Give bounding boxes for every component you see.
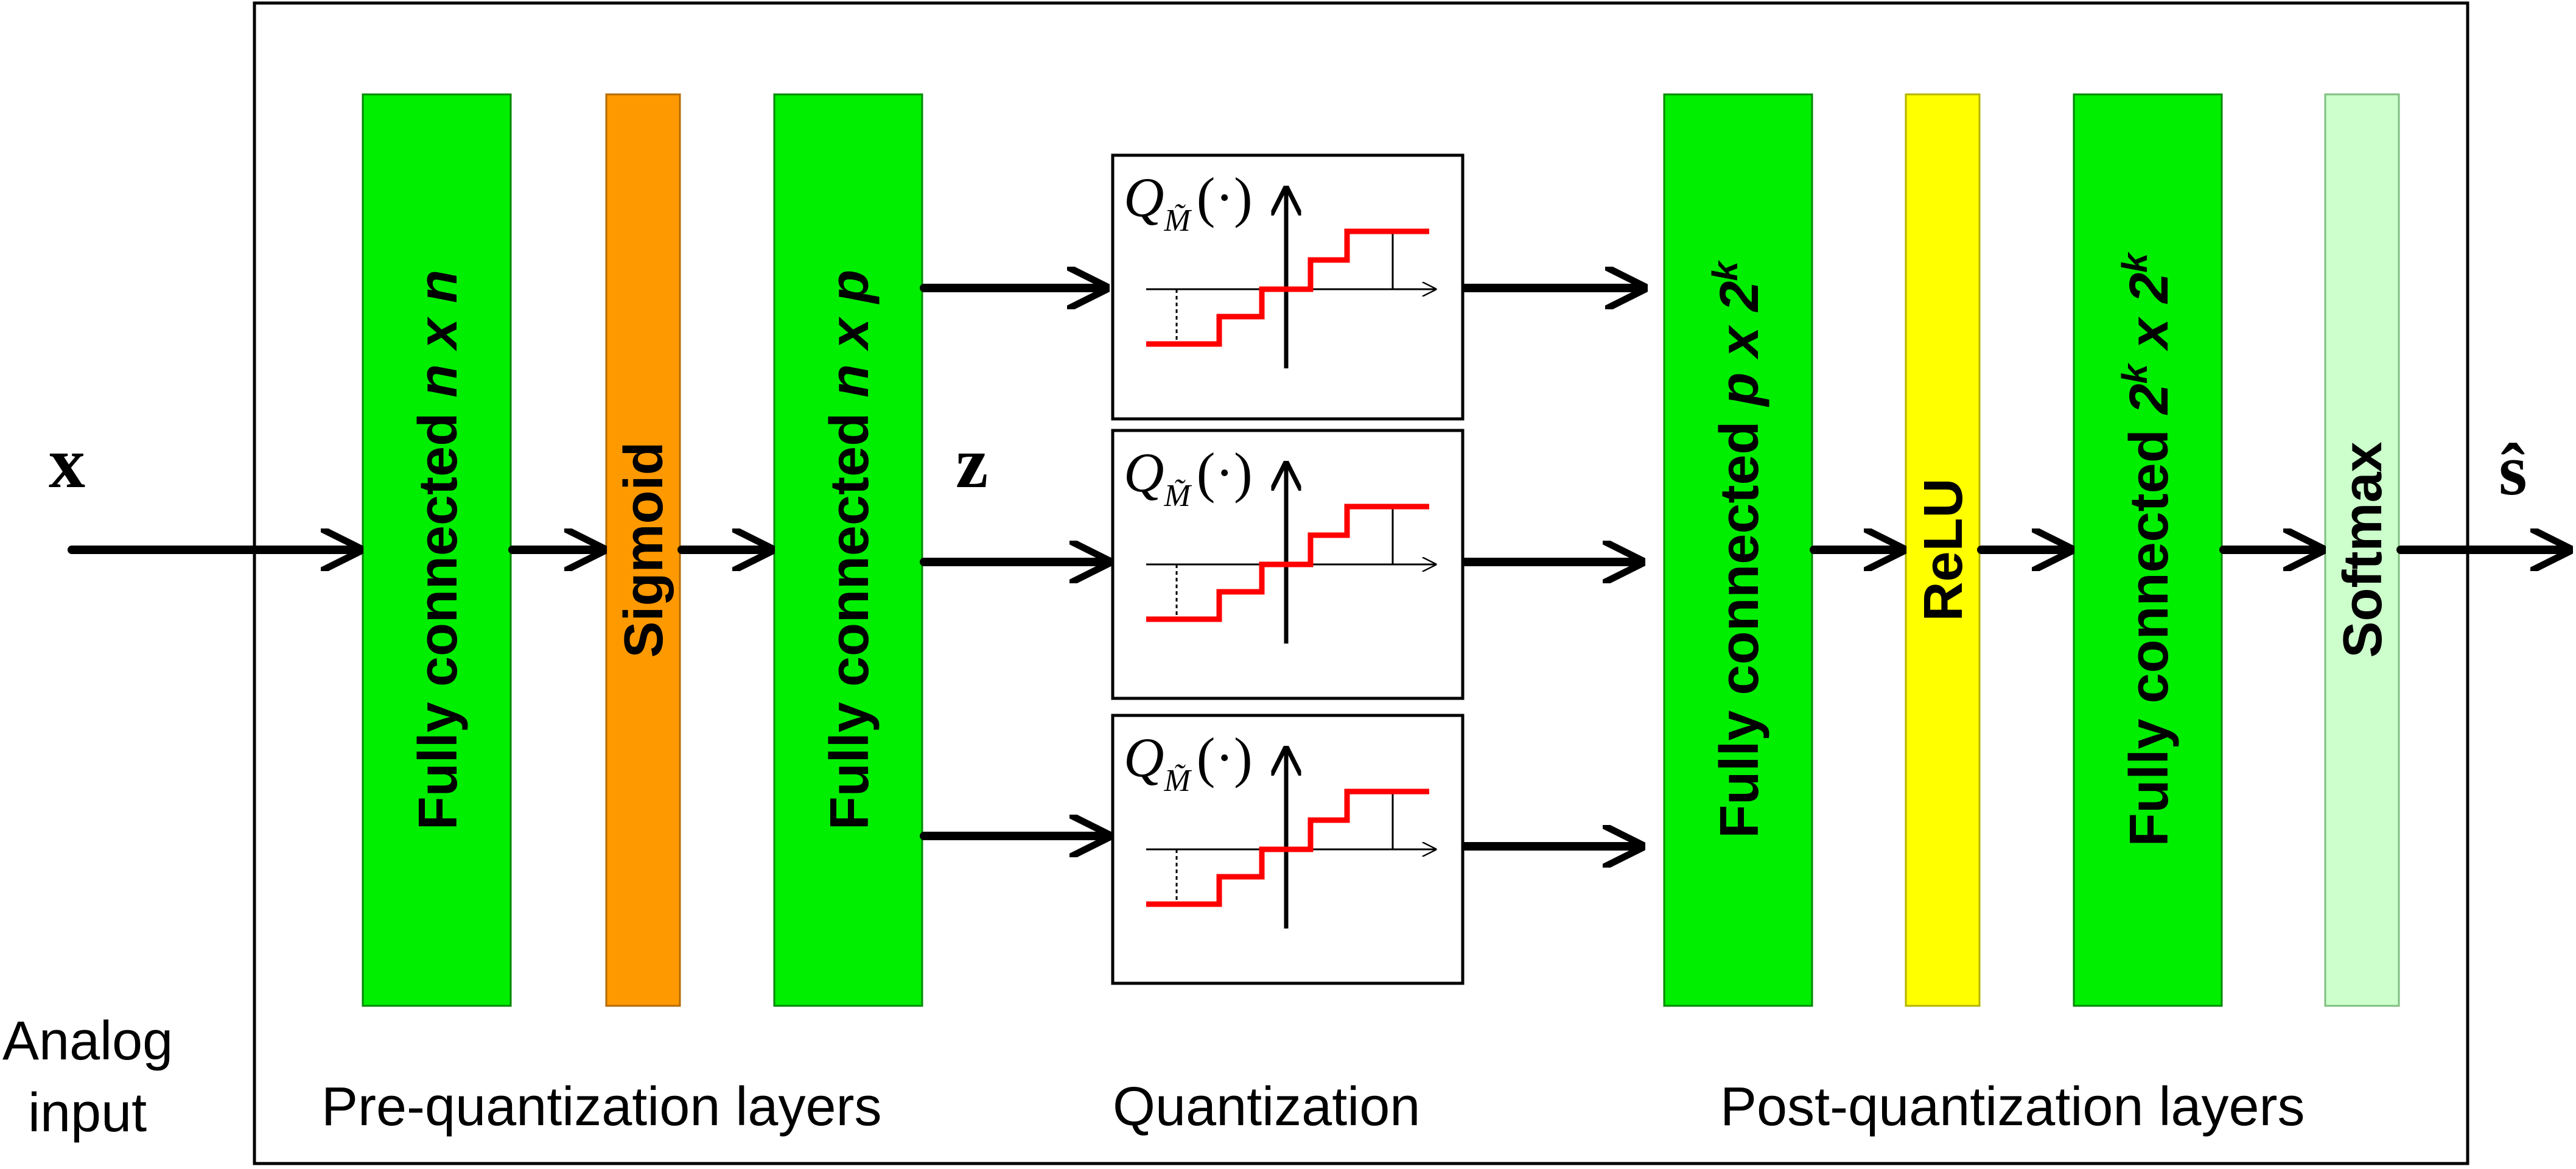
quantizer-function-label: QM̃(·)	[1124, 166, 1253, 238]
analog-input-label-line1: Analog	[2, 1011, 173, 1072]
fc-layer-1-label: Fully connected n x n	[408, 270, 469, 830]
input-variable-x: x	[49, 422, 85, 503]
flow-arrows	[68, 288, 2573, 846]
fc-layer-4-label: Fully connected 2k x 2k	[2115, 251, 2180, 847]
analog-input-label-line2: input	[28, 1083, 147, 1143]
quantization-caption: Quantization	[1113, 1076, 1420, 1137]
fc-layer-2	[773, 93, 923, 1007]
pre-quantization-caption: Pre-quantization layers	[321, 1076, 881, 1137]
quantizer-function-label: QM̃(·)	[1124, 726, 1253, 798]
fc-layer-3-label: Fully connected p x 2k	[1706, 260, 1770, 838]
sigmoid-layer	[605, 93, 681, 1007]
quantizer-block-1: QM̃(·)	[1111, 153, 1465, 421]
sigmoid-label: Sigmoid	[614, 442, 674, 658]
relu-label: ReLU	[1913, 478, 1974, 621]
quantizer-block-3: QM̃(·)	[1111, 714, 1465, 985]
fc-layer-4	[2073, 93, 2223, 1007]
output-variable-s-hat: ŝ	[2499, 429, 2527, 510]
fc-layer-3	[1663, 93, 1813, 1007]
softmax-label: Softmax	[2333, 441, 2393, 658]
fc-layer-2-label: Fully connected n x p	[819, 270, 880, 830]
network-frame	[253, 1, 2469, 1165]
quantizer-function-label: QM̃(·)	[1124, 441, 1253, 513]
post-quantization-caption: Post-quantization layers	[1720, 1076, 2305, 1137]
fc-layer-1	[362, 93, 512, 1007]
quantizer-block-2: QM̃(·)	[1111, 429, 1465, 700]
intermediate-variable-z: z	[956, 422, 988, 503]
